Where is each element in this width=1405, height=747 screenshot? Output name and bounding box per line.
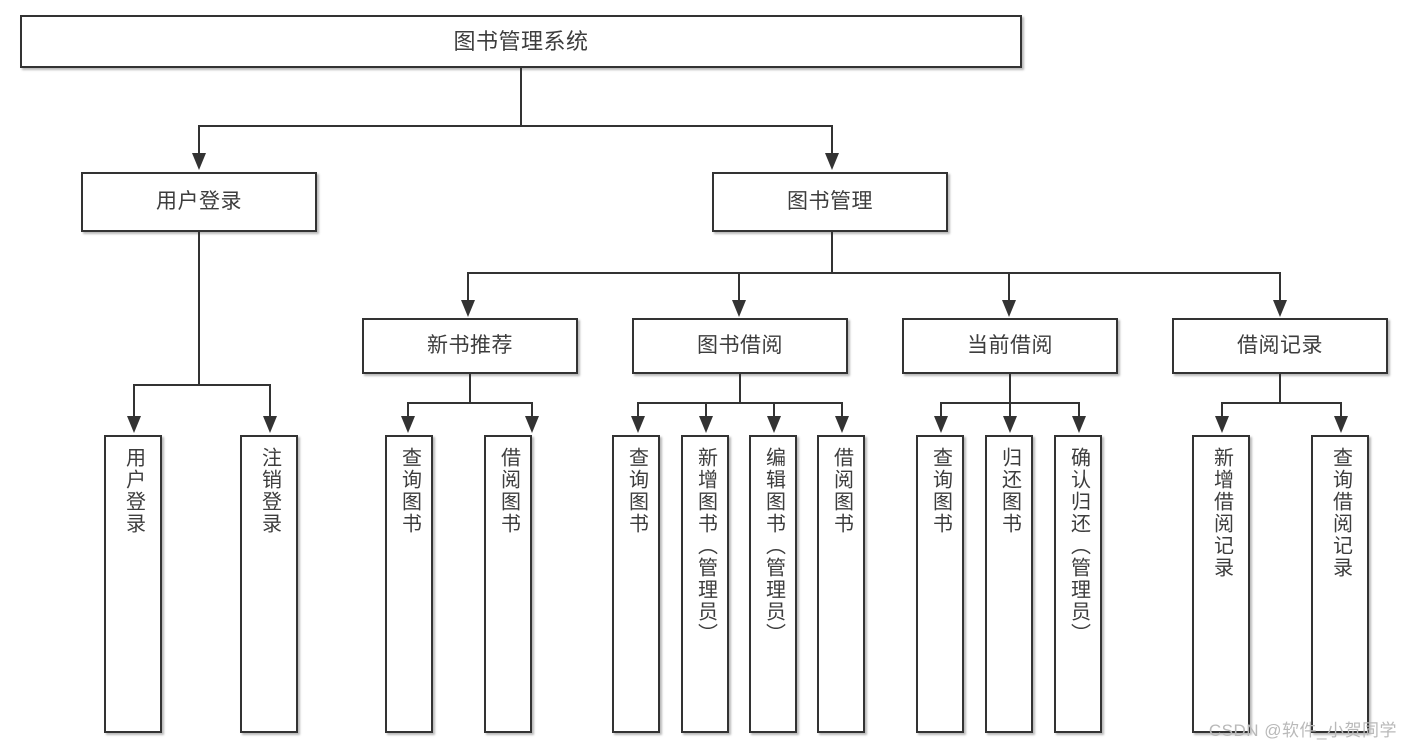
leaf-user-login[interactable]: 用户登录: [104, 435, 162, 733]
leaf-cb-query-book[interactable]: 查询图书: [916, 435, 964, 733]
arrowhead-leaf-logout: [263, 416, 277, 433]
connector-current-borrow-stem: [1009, 374, 1011, 402]
connector-book-mgmt-stem: [831, 232, 833, 272]
node-label: 图书借阅: [697, 333, 783, 357]
node-label: 新增借阅记录: [1210, 447, 1233, 579]
node-label: 借阅图书: [497, 447, 520, 535]
connector-root-bus: [198, 125, 832, 127]
node-label: 新书推荐: [427, 333, 513, 357]
leaf-nb-borrow-book[interactable]: 借阅图书: [484, 435, 532, 733]
connector-book-mgmt-bus: [467, 272, 1279, 274]
connector-drop-nb-query: [407, 402, 409, 418]
node-label: 查询图书: [929, 447, 952, 535]
leaf-bb-query-book[interactable]: 查询图书: [612, 435, 660, 733]
node-label: 归还图书: [998, 447, 1021, 535]
arrowhead-br-query: [1334, 416, 1348, 433]
arrowhead-current-borrow: [1002, 300, 1016, 317]
arrowhead-cb-confirm: [1072, 416, 1086, 433]
arrowhead-cb-return: [1003, 416, 1017, 433]
node-borrow-record[interactable]: 借阅记录: [1172, 318, 1388, 374]
node-label: 借阅记录: [1237, 333, 1323, 357]
arrowhead-book-borrow: [732, 300, 746, 317]
connector-drop-nb-borrow: [531, 402, 533, 418]
connector-drop-leaf-user-login: [133, 384, 135, 418]
node-book-management[interactable]: 图书管理: [712, 172, 948, 232]
connector-root-stem: [520, 68, 522, 125]
connector-book-borrow-stem: [739, 374, 741, 402]
connector-new-book-stem: [469, 374, 471, 402]
connector-drop-bb-edit: [773, 402, 775, 418]
node-label: 查询图书: [398, 447, 421, 535]
node-label: 查询图书: [625, 447, 648, 535]
leaf-br-add-record[interactable]: 新增借阅记录: [1192, 435, 1250, 733]
arrowhead-br-add: [1215, 416, 1229, 433]
connector-drop-br-add: [1221, 402, 1223, 418]
arrowhead-book-mgmt: [825, 153, 839, 170]
leaf-nb-query-book[interactable]: 查询图书: [385, 435, 433, 733]
node-root-system[interactable]: 图书管理系统: [20, 15, 1022, 68]
connector-drop-current-borrow: [1008, 272, 1010, 302]
arrowhead-leaf-user-login: [127, 416, 141, 433]
leaf-logout[interactable]: 注销登录: [240, 435, 298, 733]
node-label: 确认归还（管理员）: [1067, 447, 1090, 645]
connector-drop-new-book: [467, 272, 469, 302]
node-label: 查询借阅记录: [1329, 447, 1352, 579]
connector-book-borrow-bus: [637, 402, 842, 404]
connector-drop-cb-return: [1009, 402, 1011, 418]
node-label: 编辑图书（管理员）: [762, 447, 785, 645]
leaf-bb-add-book[interactable]: 新增图书（管理员）: [681, 435, 729, 733]
arrowhead-nb-query: [401, 416, 415, 433]
arrowhead-bb-query: [631, 416, 645, 433]
connector-drop-bb-borrow: [841, 402, 843, 418]
node-label: 借阅图书: [830, 447, 853, 535]
leaf-bb-edit-book[interactable]: 编辑图书（管理员）: [749, 435, 797, 733]
arrowhead-cb-query: [934, 416, 948, 433]
leaf-cb-return-book[interactable]: 归还图书: [985, 435, 1033, 733]
connector-drop-user-login: [198, 125, 200, 155]
node-label: 用户登录: [122, 447, 145, 535]
node-label: 新增图书（管理员）: [694, 447, 717, 645]
leaf-bb-borrow-book[interactable]: 借阅图书: [817, 435, 865, 733]
arrowhead-bb-edit: [767, 416, 781, 433]
arrowhead-nb-borrow: [525, 416, 539, 433]
connector-drop-book-mgmt: [831, 125, 833, 155]
leaf-br-query-record[interactable]: 查询借阅记录: [1311, 435, 1369, 733]
node-label: 图书管理系统: [453, 28, 589, 54]
connector-drop-cb-confirm: [1078, 402, 1080, 418]
node-new-book-recommend[interactable]: 新书推荐: [362, 318, 578, 374]
leaf-cb-confirm-return[interactable]: 确认归还（管理员）: [1054, 435, 1102, 733]
connector-borrow-record-bus: [1221, 402, 1340, 404]
connector-drop-bb-query: [637, 402, 639, 418]
connector-drop-leaf-logout: [269, 384, 271, 418]
node-current-borrow[interactable]: 当前借阅: [902, 318, 1118, 374]
node-label: 当前借阅: [967, 333, 1053, 357]
connector-user-login-stem: [198, 232, 200, 384]
node-book-borrow[interactable]: 图书借阅: [632, 318, 848, 374]
node-label: 注销登录: [258, 447, 281, 535]
connector-drop-br-query: [1340, 402, 1342, 418]
connector-drop-cb-query: [940, 402, 942, 418]
arrowhead-new-book: [461, 300, 475, 317]
arrowhead-bb-add: [699, 416, 713, 433]
connector-borrow-record-stem: [1279, 374, 1281, 402]
connector-drop-book-borrow: [738, 272, 740, 302]
connector-drop-bb-add: [705, 402, 707, 418]
arrowhead-borrow-record: [1273, 300, 1287, 317]
connector-user-login-bus: [133, 384, 270, 386]
node-label: 图书管理: [787, 189, 873, 213]
arrowhead-bb-borrow: [835, 416, 849, 433]
connector-new-book-bus: [407, 402, 531, 404]
connector-drop-borrow-record: [1279, 272, 1281, 302]
node-user-login[interactable]: 用户登录: [81, 172, 317, 232]
node-label: 用户登录: [156, 189, 242, 213]
arrowhead-user-login: [192, 153, 206, 170]
